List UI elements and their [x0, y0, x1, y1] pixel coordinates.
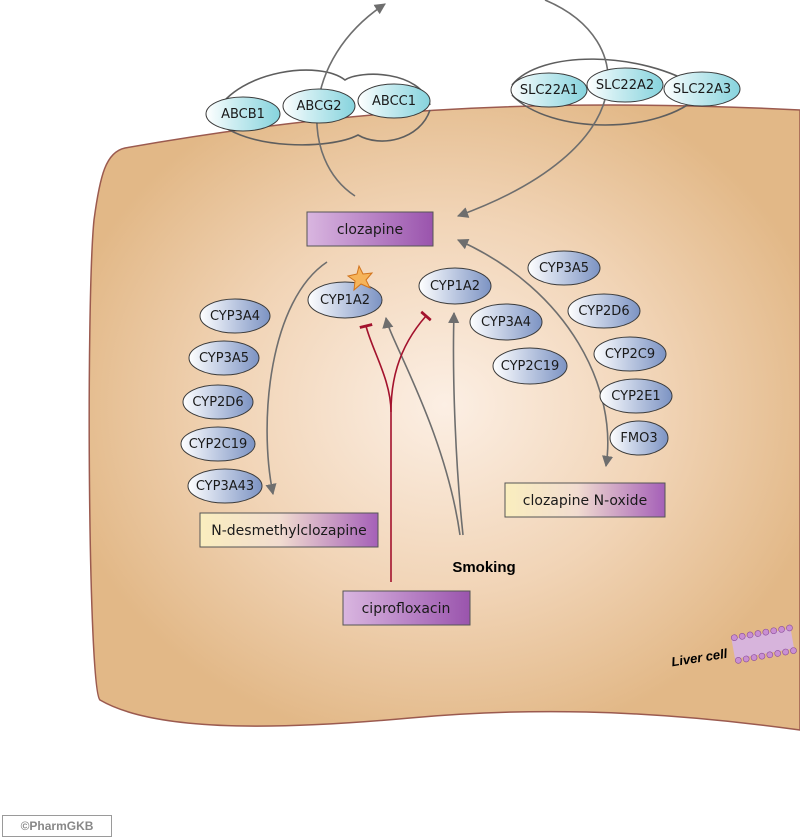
enzyme-cyp2c19-left: [180, 426, 256, 462]
n-desmethylclozapine-box: [199, 512, 379, 548]
slc22a3-label: SLC22A3: [673, 82, 731, 97]
cyp1a2-induced-label: CYP1A2: [430, 279, 480, 294]
enzyme-fmo3-right: [609, 420, 669, 456]
liver-cell-membrane: [88, 104, 800, 731]
enzyme-cyp1a2-inhibited: [307, 281, 383, 319]
enzyme-cyp3a5-right: [527, 250, 601, 286]
slc22a1-label: SLC22A1: [520, 83, 578, 98]
left-enzymes: CYP3A4 CYP3A5 CYP2D6 CYP2C19 CYP3A43: [180, 298, 271, 504]
cyp3a5-left-label: CYP3A5: [199, 351, 249, 366]
clozapine-n-oxide-box: [504, 482, 666, 518]
transporter-abcc1: [357, 83, 431, 119]
transporter-links: [215, 58, 701, 146]
enzyme-cyp2d6-right: [567, 293, 641, 329]
enzyme-cyp2c19-center: [492, 347, 568, 385]
smoking-induction-arrow-1: [382, 316, 461, 536]
cyp3a4-center-label: CYP3A4: [481, 315, 531, 330]
enzyme-cyp2c9-right: [593, 336, 667, 372]
cyp3a5-right-label: CYP3A5: [539, 261, 589, 276]
fmo3-right-label: FMO3: [620, 431, 657, 446]
cyp3a4-left-label: CYP3A4: [210, 309, 260, 324]
cyp3a43-left-label: CYP3A43: [196, 479, 254, 494]
abcc1-label: ABCC1: [372, 94, 416, 109]
star-icon: [346, 264, 374, 292]
transporter-slc22a1: [510, 72, 588, 108]
cyp2d6-right-label: CYP2D6: [578, 304, 629, 319]
n-desmethylclozapine-label: N-desmethylclozapine: [211, 523, 366, 539]
transporter-slc22a3: [663, 71, 741, 107]
arrow-clozapine-n-oxide: [456, 239, 614, 468]
ciprofloxacin-box: [342, 590, 471, 626]
enzyme-cyp2e1-right: [599, 378, 673, 414]
clozapine-label: clozapine: [337, 222, 403, 238]
ciprofloxacin-label: ciprofloxacin: [362, 601, 451, 617]
enzyme-cyp3a5-left: [188, 340, 260, 376]
arrow-to-n-desmethylclozapine: [265, 261, 328, 496]
abcb1-label: ABCB1: [221, 107, 265, 122]
cyp2c9-right-label: CYP2C9: [605, 347, 655, 362]
efflux-transporters: ABCB1 ABCG2 ABCC1: [205, 83, 431, 132]
enzyme-cyp3a43-left: [187, 468, 263, 504]
smoking-label: Smoking: [452, 559, 515, 576]
transporter-abcg2: [282, 88, 356, 124]
transporter-abcb1: [205, 96, 281, 132]
cyp1a2-inhibited-label: CYP1A2: [320, 293, 370, 308]
abcg2-label: ABCG2: [296, 99, 341, 114]
transporter-slc22a2: [586, 67, 664, 103]
cyp2c19-left-label: CYP2C19: [189, 437, 248, 452]
enzyme-cyp1a2-induced: [418, 267, 492, 305]
cyp2d6-left-label: CYP2D6: [192, 395, 243, 410]
smoking-induction-arrow-2: [448, 311, 464, 536]
ciprofloxacin-inhibition: [359, 310, 432, 582]
right-enzymes: CYP3A5 CYP2D6 CYP2C9 CYP2E1 FMO3: [527, 250, 673, 456]
cyp2c19-center-label: CYP2C19: [501, 359, 560, 374]
enzyme-cyp2d6-left: [182, 384, 254, 420]
metabolism-arrows: [265, 239, 614, 536]
lipid-bilayer-icon: [731, 624, 797, 664]
cyp2e1-right-label: CYP2E1: [611, 389, 660, 404]
influx-transporters: SLC22A1 SLC22A2 SLC22A3: [510, 67, 741, 108]
clozapine-box: [306, 211, 434, 247]
slc22a2-label: SLC22A2: [596, 78, 654, 93]
enzyme-cyp3a4-left: [199, 298, 271, 334]
enzyme-cyp3a4-center: [469, 303, 543, 341]
center-enzymes: CYP1A2 CYP1A2 CYP3A4 CYP2C19: [307, 267, 568, 385]
clozapine-n-oxide-label: clozapine N-oxide: [523, 493, 647, 509]
pharmgkb-credit: ©PharmGKB: [2, 815, 112, 837]
